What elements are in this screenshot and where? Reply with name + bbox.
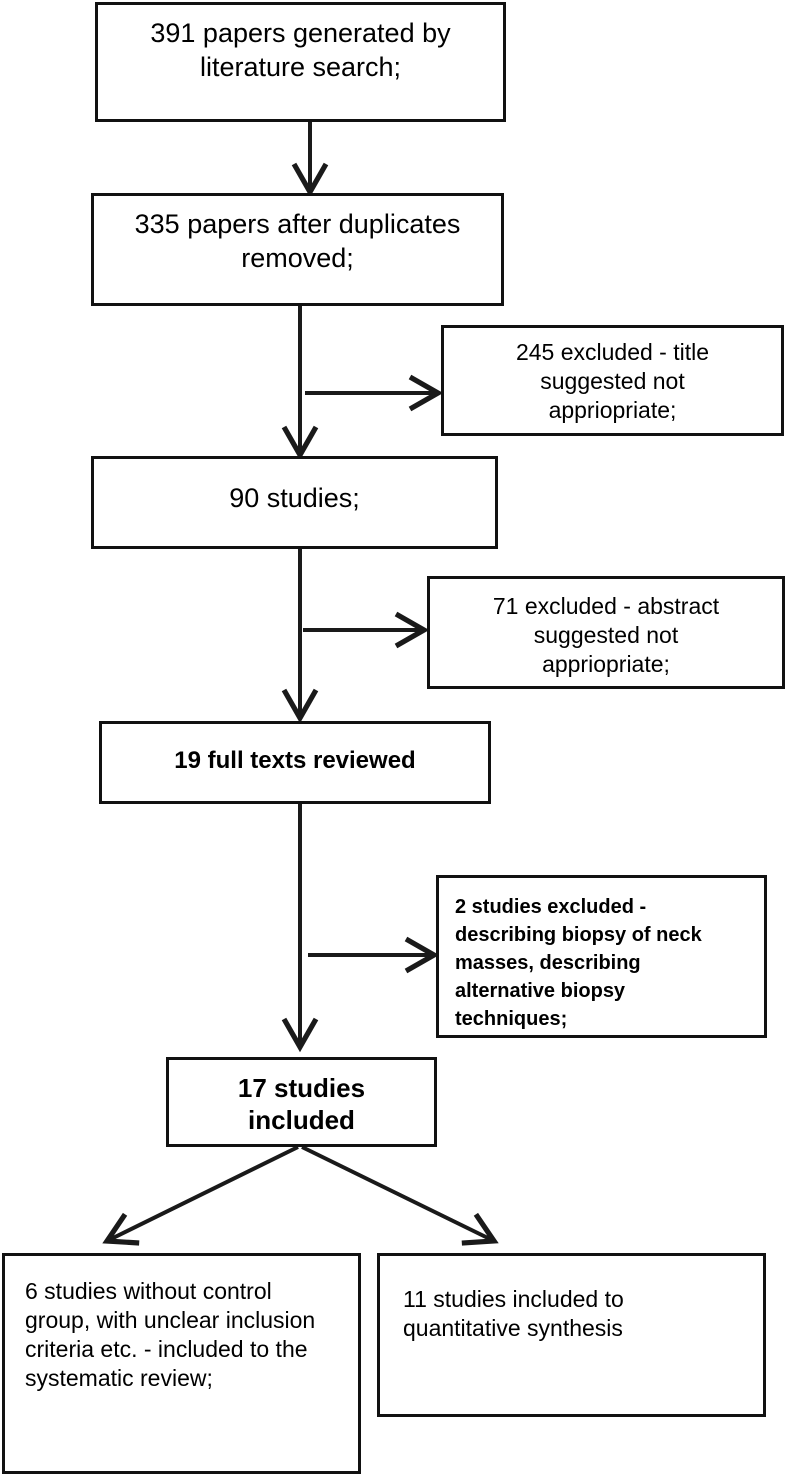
box-excluded-title: 245 excluded - title suggested not appri… xyxy=(441,325,784,436)
box-deduplicated-text: 335 papers after duplicates removed; xyxy=(134,209,461,273)
box-90-studies-text: 90 studies; xyxy=(229,483,360,513)
box-systematic-review-text: 6 studies without control group, with un… xyxy=(25,1278,316,1391)
box-excluded-abstract-text: 71 excluded - abstract suggested not app… xyxy=(492,593,720,677)
box-systematic-review: 6 studies without control group, with un… xyxy=(2,1253,361,1474)
box-excluded-abstract: 71 excluded - abstract suggested not app… xyxy=(427,576,785,689)
box-included: 17 studies included xyxy=(166,1057,437,1147)
arrow-to-quantitative xyxy=(301,1145,499,1246)
box-quantitative: 11 studies included to quantitative synt… xyxy=(377,1253,766,1417)
box-90-studies: 90 studies; xyxy=(91,456,498,549)
box-full-texts: 19 full texts reviewed xyxy=(99,721,491,804)
box-included-text: 17 studies included xyxy=(237,1073,366,1135)
box-search-text: 391 papers generated by literature searc… xyxy=(150,18,451,82)
arrow-to-systematic-review xyxy=(102,1145,299,1246)
box-search: 391 papers generated by literature searc… xyxy=(95,2,506,122)
box-excluded-full-text-text: 2 studies excluded - describing biopsy o… xyxy=(455,896,702,1030)
box-deduplicated: 335 papers after duplicates removed; xyxy=(91,193,504,306)
box-excluded-title-text: 245 excluded - title suggested not appri… xyxy=(515,339,710,423)
box-full-texts-text: 19 full texts reviewed xyxy=(174,747,416,774)
box-excluded-full-text: 2 studies excluded - describing biopsy o… xyxy=(436,875,767,1038)
box-quantitative-text: 11 studies included to quantitative synt… xyxy=(403,1286,624,1341)
